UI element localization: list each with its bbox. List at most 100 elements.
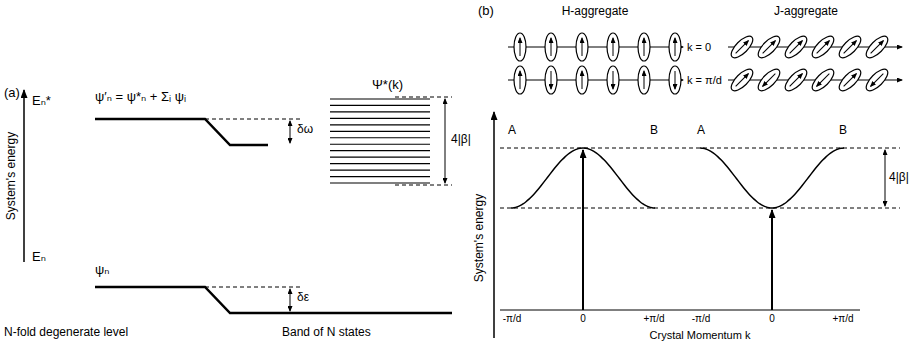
h-molecule: [514, 66, 526, 94]
band-level: [330, 157, 430, 158]
band-level: [330, 118, 430, 119]
wavefunction: ψ′ₙ = ψ*ₙ + Σᵢ ψᵢ: [95, 90, 186, 104]
width-label: 4|β|: [889, 171, 909, 184]
drawing-part: [514, 66, 526, 94]
momentum-label: k = 0: [687, 41, 711, 53]
drawing-part: [755, 33, 783, 61]
drawing-part: [607, 66, 619, 94]
j-molecule: [782, 33, 810, 61]
shift-label: δω: [297, 123, 313, 136]
h-molecule: [545, 66, 557, 94]
j-molecule: [809, 33, 837, 61]
drawing-part: [669, 33, 681, 61]
drawing-part: [871, 74, 884, 87]
j-molecule: [755, 33, 783, 61]
panel-title: H-aggregate: [562, 5, 629, 18]
width-arrow: [885, 150, 886, 206]
transition-arrow: [771, 210, 773, 310]
band-level: [330, 124, 430, 125]
drawing-part: [790, 41, 803, 54]
drawing-part: [736, 74, 749, 87]
drawing-part: [607, 33, 619, 61]
drawing-part: [782, 66, 810, 94]
drawing-part: [809, 66, 837, 94]
shift-label: δε: [297, 291, 309, 304]
j-molecule: [809, 66, 837, 94]
energy-axis: [23, 90, 25, 262]
dashed-guide: [500, 208, 900, 209]
j-molecule: [728, 33, 756, 61]
band-level: [330, 137, 430, 138]
dispersion-curve: [700, 148, 844, 208]
wavefunction: Ψ*(k): [372, 78, 403, 92]
j-molecule: [782, 66, 810, 94]
band-level: [330, 144, 430, 145]
band-level: [330, 176, 430, 177]
drawing-part: [755, 66, 783, 94]
j-molecule: [728, 66, 756, 94]
drawing-part: [551, 71, 552, 89]
drawing-part: [844, 74, 857, 87]
drawing-part: [782, 33, 810, 61]
transition-arrow: [582, 150, 584, 310]
point-label: B: [650, 124, 658, 137]
dashed-guide: [395, 97, 452, 98]
tick-label: +π/d: [832, 313, 853, 324]
drawing-part: [675, 71, 676, 89]
width-arrow: [445, 99, 446, 183]
tick-label: -π/d: [503, 313, 522, 324]
h-molecule: [514, 33, 526, 61]
dispersion-curve: [511, 148, 655, 208]
drawing-part: [836, 66, 864, 94]
j-molecule: [863, 33, 891, 61]
point-label: A: [697, 124, 705, 137]
wavefunction: ψₙ: [95, 263, 109, 277]
width-label: 4|β|: [451, 133, 471, 146]
drawing-part: [790, 74, 803, 87]
axis-title: Crystal Momentum k: [650, 329, 751, 341]
band-level: [330, 131, 430, 132]
j-molecule: [863, 66, 891, 94]
drawing-part: [545, 33, 557, 61]
h-molecule: [669, 33, 681, 61]
drawing-part: [576, 33, 588, 61]
band-level: [330, 105, 430, 106]
drawing-part: [644, 38, 645, 56]
drawing-part: [644, 71, 645, 89]
dashed-guide: [205, 119, 300, 120]
h-molecule: [638, 66, 650, 94]
caption-text: N-fold degenerate level: [4, 326, 128, 339]
h-molecule: [576, 33, 588, 61]
drawing-part: [809, 33, 837, 61]
drawing-part: [545, 66, 557, 94]
axis-title: System's energy: [5, 132, 18, 220]
shift-arrow: [290, 121, 291, 143]
band-level: [330, 182, 430, 183]
momentum-axis: [500, 310, 860, 311]
drawing-part: [514, 33, 526, 61]
momentum-label: k = π/d: [687, 74, 722, 86]
tick-label: 0: [580, 313, 586, 324]
shift-arrow: [290, 289, 291, 311]
band-level: [330, 98, 430, 99]
panel-letter: (a): [4, 86, 20, 100]
tick-label: +π/d: [643, 313, 664, 324]
energy-symbol: Eₙ*: [32, 94, 51, 108]
tick-label: 0: [769, 313, 775, 324]
drawing-part: [613, 71, 614, 89]
chain-axis: [508, 47, 683, 48]
point-label: B: [839, 124, 847, 137]
drawing-part: [638, 66, 650, 94]
j-molecule: [755, 66, 783, 94]
caption-text: Band of N states: [282, 326, 371, 339]
j-molecule: [836, 33, 864, 61]
energy-axis: [493, 112, 495, 338]
band-level: [330, 163, 430, 164]
drawing-part: [24, 47, 902, 338]
h-molecule: [669, 66, 681, 94]
drawing-part: [514, 33, 891, 94]
drawing-part: [520, 38, 521, 56]
h-molecule: [576, 66, 588, 94]
drawing-part: [582, 71, 583, 89]
